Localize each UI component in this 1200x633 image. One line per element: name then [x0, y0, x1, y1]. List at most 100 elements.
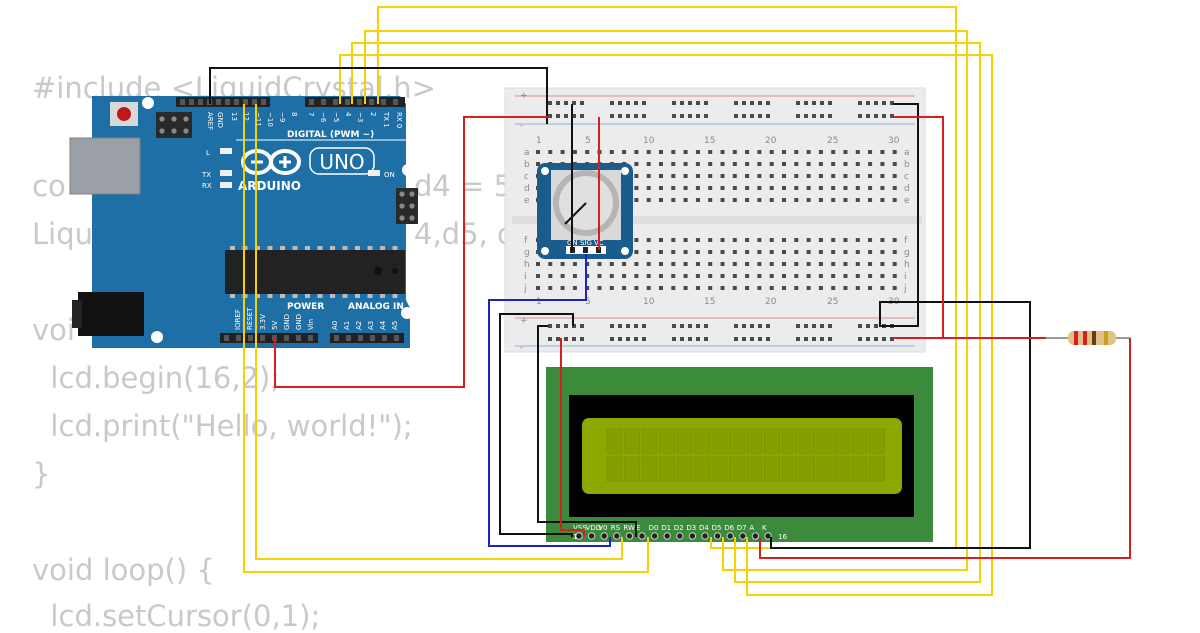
wire-yellow-pin4 [351, 42, 981, 583]
lcd-pin-label: D7 [737, 524, 747, 532]
bb-row-letter: c [524, 172, 529, 182]
pot-indicator [564, 202, 587, 225]
bb-row-letter: a [524, 148, 530, 158]
lcd-pin-label: E [636, 524, 640, 532]
arduino-bottom-pin-label: A0 [331, 321, 339, 330]
rail-plus-bottom: + [520, 316, 528, 326]
bb-col-30: 30 [888, 136, 900, 146]
arduino-bottom-pin-label: A1 [343, 321, 351, 330]
lcd-pin-count-end: 16 [778, 533, 787, 541]
led-tx-label: TX [201, 171, 211, 179]
bb-row-letter: d [524, 184, 530, 194]
wire-red-lcd-a [759, 338, 1131, 559]
lcd-pin-label: D6 [724, 524, 734, 532]
potentiometer[interactable]: GN SIG VC [537, 163, 633, 259]
arduino-top-pin-label: 2 [369, 112, 377, 116]
wires [209, 6, 1131, 596]
wire-black-rail [770, 103, 1031, 549]
arduino-top-pin-label: 8 [290, 112, 298, 116]
bb-row-letter: i [904, 272, 907, 282]
lcd-pin-label: K [762, 524, 767, 532]
rail-minus-top: - [520, 121, 523, 131]
bb-col-20-bottom: 20 [765, 297, 777, 307]
arduino-bottom-pin-label: GND [283, 314, 291, 330]
arduino-top-pin-label: 7 [307, 112, 315, 116]
bb-col-1: 1 [536, 136, 542, 146]
led-l-label: L [206, 149, 210, 157]
wire-blue-v0 [488, 254, 611, 547]
lcd-character-cells [606, 428, 885, 482]
lcd-pin-label: VDD [586, 524, 602, 532]
usb-port [69, 137, 141, 195]
bb-col-5: 5 [585, 136, 591, 146]
arduino-top-pin-label: ~11 [254, 112, 262, 127]
bb-col-10-bottom: 10 [643, 297, 655, 307]
bb-row-letter: b [524, 160, 530, 170]
bb-row-letter: j [523, 284, 527, 294]
bb-row-letter: c [904, 172, 909, 182]
wire-black-gnd-top [209, 67, 548, 124]
bb-row-letter: e [524, 196, 530, 206]
arduino-top-pin-label: ~10 [266, 112, 274, 127]
arduino-top-pin-label: ~6 [319, 112, 327, 123]
wire-red-5v [274, 116, 548, 388]
arduino-bottom-pin-label: A5 [391, 321, 399, 330]
bb-row-letter: g [524, 248, 530, 258]
lcd-pin-label: RW [623, 524, 635, 532]
bb-row-letter: i [524, 272, 527, 282]
arduino-bottom-pin-label: 3.3V [259, 314, 267, 330]
power-jack [78, 292, 144, 336]
lcd-pin-label: D0 [649, 524, 659, 532]
arduino-bottom-pin-label: RESET [246, 307, 254, 330]
bb-col-5-bottom: 5 [585, 297, 591, 307]
lcd-pin-count-start: 1 [573, 533, 577, 541]
bb-row-letter: a [904, 148, 910, 158]
arduino-top-pin-label: TX 1 [382, 111, 390, 128]
arduino-bottom-pin-label: 5V [271, 321, 279, 330]
lcd-pin-label: VSS [573, 524, 587, 532]
uno-label: UNO [319, 150, 364, 174]
bb-col-25-bottom: 25 [827, 297, 838, 307]
led-on-label: ON [384, 171, 395, 179]
digital-pwm-label: DIGITAL (PWM ~) [287, 130, 374, 140]
bb-row-letter: d [904, 184, 910, 194]
bb-col-15-bottom: 15 [704, 297, 715, 307]
arduino-top-pin-label: GND [216, 112, 224, 128]
rail-plus-top: + [520, 91, 528, 101]
arduino-top-pin-label: 13 [230, 112, 238, 121]
arduino-brand-label: ARDUINO [238, 179, 301, 193]
bb-col-20: 20 [765, 136, 777, 146]
wire-yellow-pin12 [243, 104, 649, 573]
lcd-pin-label: D4 [699, 524, 709, 532]
bb-row-letter: f [904, 236, 908, 246]
wire-black-lcd-rw [537, 325, 637, 537]
bb-row-letter: e [904, 196, 910, 206]
arduino-top-pin-label: ~3 [356, 112, 364, 122]
lcd-pin-label: D1 [661, 524, 671, 532]
lcd-pin-label: D2 [674, 524, 684, 532]
lcd-pin-label: V0 [598, 524, 607, 532]
arduino-top-pin-label: 4 [344, 112, 352, 117]
power-section-label: POWER [287, 302, 324, 312]
resistor[interactable] [1046, 331, 1130, 345]
led-rx-label: RX [202, 182, 212, 190]
arduino-bottom-pin-label: A4 [379, 320, 387, 330]
bb-col-1-bottom: 1 [536, 297, 542, 307]
bb-col-15: 15 [704, 136, 715, 146]
bb-col-25: 25 [827, 136, 838, 146]
lcd-pin-label: RS [611, 524, 621, 532]
arduino-top-pin-label: ~9 [278, 112, 286, 122]
wire-yellow-pin5 [339, 54, 993, 596]
bb-row-letter: f [524, 236, 528, 246]
arduino-top-pin-label: 12 [242, 112, 250, 121]
rail-minus-bottom: - [520, 343, 523, 353]
bb-row-letter: g [904, 248, 910, 258]
lcd-pin-label: A [749, 524, 754, 532]
bb-row-letter: h [904, 260, 910, 270]
wire-red-lcd-vdd [560, 338, 585, 537]
wire-yellow-pin2 [377, 6, 957, 549]
